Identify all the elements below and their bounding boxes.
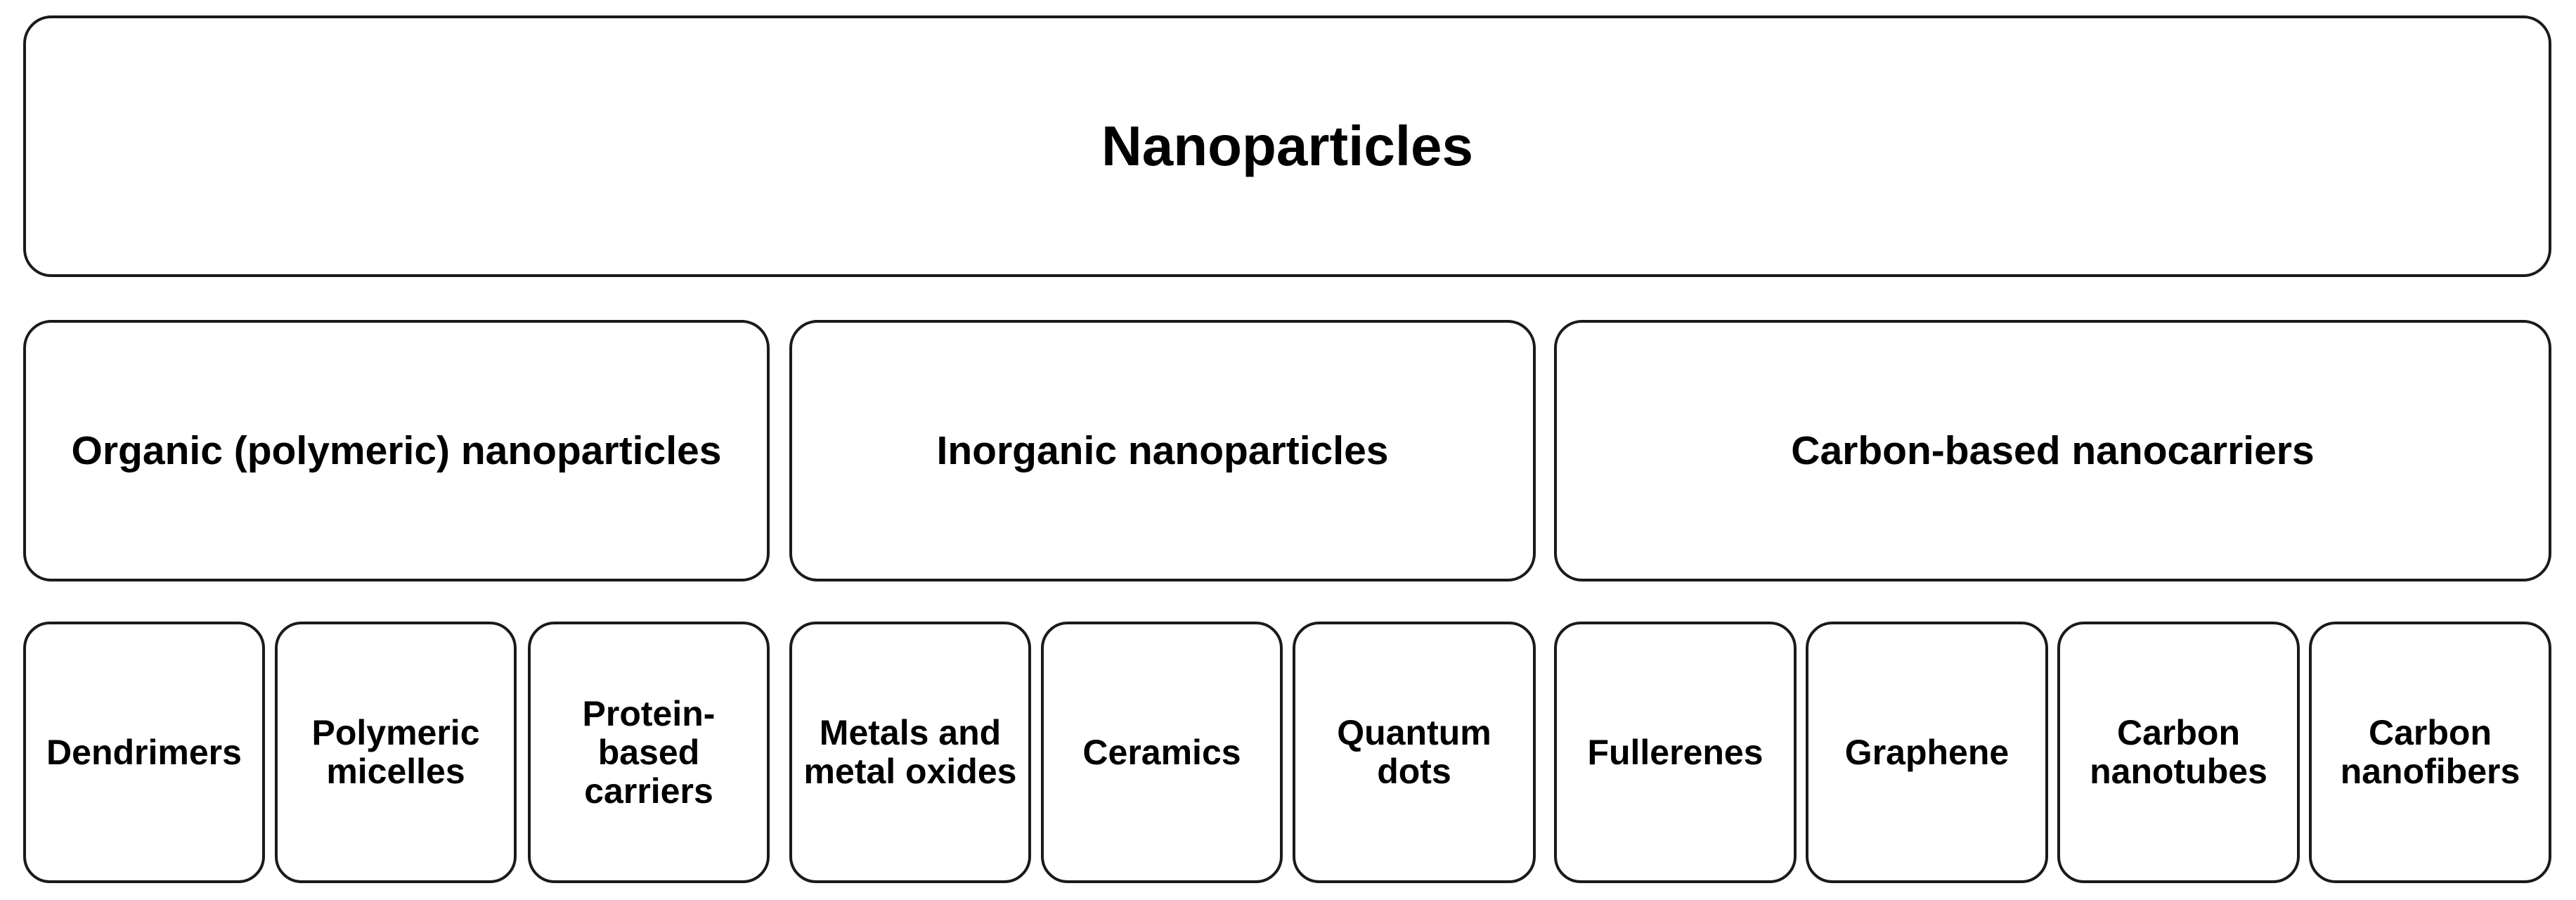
leaf-label: Quantum dots xyxy=(1337,713,1491,791)
leaf-label: Carbon nanofibers xyxy=(2340,713,2520,791)
root-node-label: Nanoparticles xyxy=(1101,115,1474,177)
leaf-node-carbon-nanotubes: Carbon nanotubes xyxy=(2057,622,2300,883)
root-node-nanoparticles: Nanoparticles xyxy=(23,15,2551,277)
leaf-label: Fullerenes xyxy=(1587,732,1763,772)
leaf-label: Dendrimers xyxy=(46,732,242,772)
category-node-inorganic: Inorganic nanoparticles xyxy=(789,320,1536,581)
leaf-label: Carbon nanotubes xyxy=(2090,713,2267,791)
leaf-label: Polymeric micelles xyxy=(311,713,480,791)
leaf-node-protein-based-carriers: Protein-based carriers xyxy=(528,622,770,883)
leaf-label: Ceramics xyxy=(1082,732,1241,772)
category-label: Inorganic nanoparticles xyxy=(936,428,1389,473)
leaf-node-graphene: Graphene xyxy=(1806,622,2048,883)
leaf-node-ceramics: Ceramics xyxy=(1041,622,1283,883)
leaf-node-fullerenes: Fullerenes xyxy=(1554,622,1797,883)
leaf-node-quantum-dots: Quantum dots xyxy=(1293,622,1536,883)
leaf-node-polymeric-micelles: Polymeric micelles xyxy=(275,622,517,883)
leaf-label: Graphene xyxy=(1844,732,2009,772)
leaf-node-carbon-nanofibers: Carbon nanofibers xyxy=(2309,622,2551,883)
category-label: Carbon-based nanocarriers xyxy=(1791,428,2315,473)
category-node-carbon-based: Carbon-based nanocarriers xyxy=(1554,320,2551,581)
category-label: Organic (polymeric) nanoparticles xyxy=(71,428,722,473)
leaf-node-dendrimers: Dendrimers xyxy=(23,622,265,883)
leaf-label: Metals and metal oxides xyxy=(803,713,1017,791)
category-node-organic: Organic (polymeric) nanoparticles xyxy=(23,320,770,581)
leaf-node-metals-and-metal-oxides: Metals and metal oxides xyxy=(789,622,1031,883)
leaf-label: Protein-based carriers xyxy=(582,693,716,811)
